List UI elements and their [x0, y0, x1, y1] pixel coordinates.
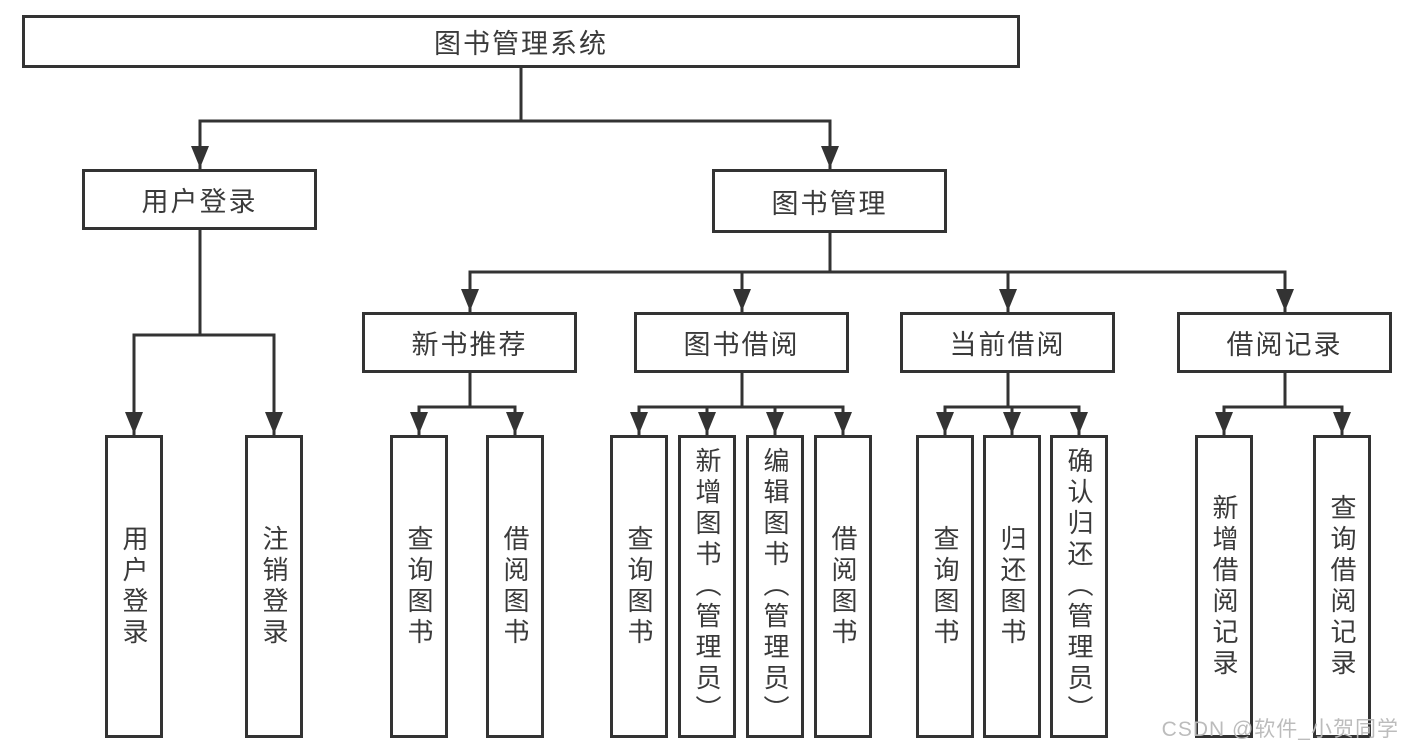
leaf-borrow-books: 借阅图书 — [814, 435, 872, 738]
leaf-confirm-return-admin: 确认归还（管理员） — [1050, 435, 1108, 738]
node-book-management: 图书管理 — [712, 169, 947, 233]
arrowhead-icon — [630, 412, 648, 434]
leaf-logout: 注销登录 — [245, 435, 303, 738]
node-new-book-recommend: 新书推荐 — [362, 312, 577, 373]
node-borrow-records-label: 借阅记录 — [1226, 330, 1343, 360]
leaf-add-borrow-record: 新增借阅记录 — [1195, 435, 1253, 738]
arrowhead-icon — [1276, 289, 1294, 311]
leaf-edit-book-admin-label: 编辑图书（管理员） — [760, 447, 790, 726]
node-current-borrow-label: 当前借阅 — [949, 330, 1066, 360]
arrowhead-icon — [999, 289, 1017, 311]
leaf-query-borrow-record: 查询借阅记录 — [1313, 435, 1371, 738]
arrowhead-icon — [265, 412, 283, 434]
arrowhead-icon — [698, 412, 716, 434]
leaf-user-login: 用户登录 — [105, 435, 163, 738]
csdn-watermark: CSDN @软件_小贺同学 — [1161, 718, 1399, 741]
arrowhead-icon — [410, 412, 428, 434]
arrowhead-icon — [766, 412, 784, 434]
leaf-query-books-borrow: 查询图书 — [610, 435, 668, 738]
node-borrow-records: 借阅记录 — [1177, 312, 1392, 373]
node-library-system-label: 图书管理系统 — [434, 29, 608, 59]
node-user-login-group: 用户登录 — [82, 169, 317, 230]
arrowhead-icon — [461, 289, 479, 311]
arrowhead-icon — [936, 412, 954, 434]
leaf-borrow-books-label: 借阅图书 — [828, 524, 858, 649]
node-book-management-label: 图书管理 — [771, 188, 888, 219]
arrowhead-icon — [125, 412, 143, 434]
arrowhead-icon — [506, 412, 524, 434]
leaf-confirm-return-admin-label: 确认归还（管理员） — [1064, 447, 1094, 726]
node-book-borrow: 图书借阅 — [634, 312, 849, 373]
node-new-book-recommend-label: 新书推荐 — [411, 330, 528, 360]
arrowhead-icon — [1003, 412, 1021, 434]
leaf-logout-label: 注销登录 — [259, 524, 289, 649]
node-book-borrow-label: 图书借阅 — [683, 330, 800, 360]
arrowhead-icon — [1070, 412, 1088, 434]
leaf-user-login-label: 用户登录 — [119, 524, 149, 649]
leaf-add-borrow-record-label: 新增借阅记录 — [1209, 493, 1239, 680]
leaf-add-book-admin: 新增图书（管理员） — [678, 435, 736, 738]
leaf-borrow-books-recommend: 借阅图书 — [486, 435, 544, 738]
leaf-query-books-recommend-label: 查询图书 — [404, 524, 434, 649]
arrowhead-icon — [834, 412, 852, 434]
leaf-return-books: 归还图书 — [983, 435, 1041, 738]
leaf-return-books-label: 归还图书 — [997, 524, 1027, 649]
arrowhead-icon — [733, 289, 751, 311]
arrowhead-icon — [821, 146, 839, 168]
leaf-query-books-recommend: 查询图书 — [390, 435, 448, 738]
leaf-query-books-current-label: 查询图书 — [930, 524, 960, 649]
leaf-query-books-borrow-label: 查询图书 — [624, 524, 654, 649]
arrowhead-icon — [1333, 412, 1351, 434]
arrowhead-icon — [1215, 412, 1233, 434]
leaf-query-books-current: 查询图书 — [916, 435, 974, 738]
leaf-add-book-admin-label: 新增图书（管理员） — [692, 447, 722, 726]
node-library-system: 图书管理系统 — [22, 15, 1020, 68]
leaf-borrow-books-recommend-label: 借阅图书 — [500, 524, 530, 649]
node-current-borrow: 当前借阅 — [900, 312, 1115, 373]
node-user-login-group-label: 用户登录 — [141, 187, 258, 217]
leaf-edit-book-admin: 编辑图书（管理员） — [746, 435, 804, 738]
arrowhead-icon — [191, 146, 209, 168]
leaf-query-borrow-record-label: 查询借阅记录 — [1327, 493, 1357, 680]
